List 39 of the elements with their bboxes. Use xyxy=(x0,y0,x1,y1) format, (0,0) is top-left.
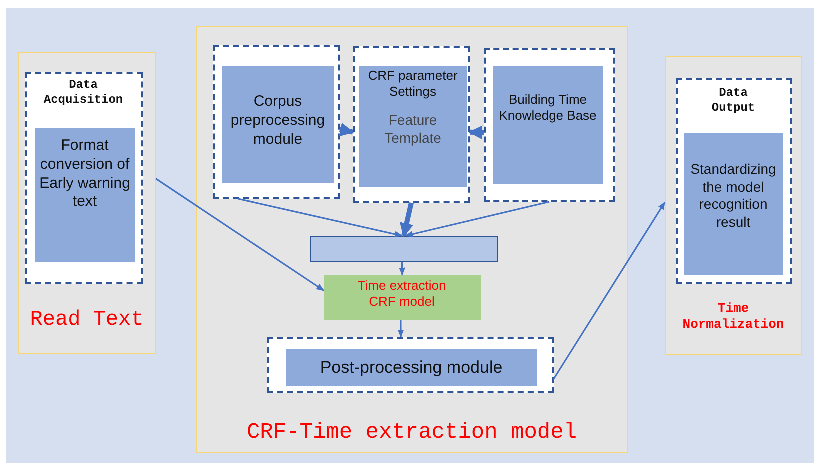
arrow xyxy=(553,202,666,380)
dashed-box xyxy=(24,72,142,284)
box-heading: Data Acquisition xyxy=(42,78,124,108)
box-text: Post-processing module xyxy=(319,357,504,378)
arrow xyxy=(405,201,550,238)
panel xyxy=(18,52,156,354)
panel-title: CRF-Time extraction model xyxy=(246,419,578,446)
arrow xyxy=(238,198,403,238)
box-text: Feature Template xyxy=(384,112,442,147)
process-bar xyxy=(310,236,498,262)
panel xyxy=(665,56,802,355)
process-box xyxy=(286,349,537,386)
panel-title: Read Text xyxy=(29,308,145,334)
arrow xyxy=(398,320,404,338)
box-text: Corpus preprocessing module xyxy=(230,93,326,150)
dashed-box xyxy=(484,48,614,202)
model-box xyxy=(324,274,480,320)
box-text: Standardizing the model recognition result xyxy=(690,161,778,231)
process-box xyxy=(493,66,603,184)
dashed-box xyxy=(352,46,470,202)
process-box xyxy=(35,128,135,262)
process-box xyxy=(359,66,467,187)
box-text: Format conversion of Early warning text xyxy=(39,137,131,212)
arrow xyxy=(156,178,325,292)
process-box xyxy=(684,133,783,275)
dashed-box xyxy=(212,44,340,198)
box-text: Time extraction CRF model xyxy=(356,278,448,310)
box-text: Building Time Knowledge Base xyxy=(498,92,598,124)
box-text: CRF parameter Settings xyxy=(367,68,459,100)
process-box xyxy=(222,66,334,183)
arrow xyxy=(468,126,484,140)
panel-title: Time Normalization xyxy=(682,301,786,334)
panel xyxy=(196,26,628,453)
arrow xyxy=(400,202,414,238)
dashed-box xyxy=(676,78,792,284)
dashed-box xyxy=(266,336,554,392)
arrow xyxy=(399,262,406,276)
box-heading: Data Output xyxy=(710,86,756,116)
arrow xyxy=(339,122,354,137)
